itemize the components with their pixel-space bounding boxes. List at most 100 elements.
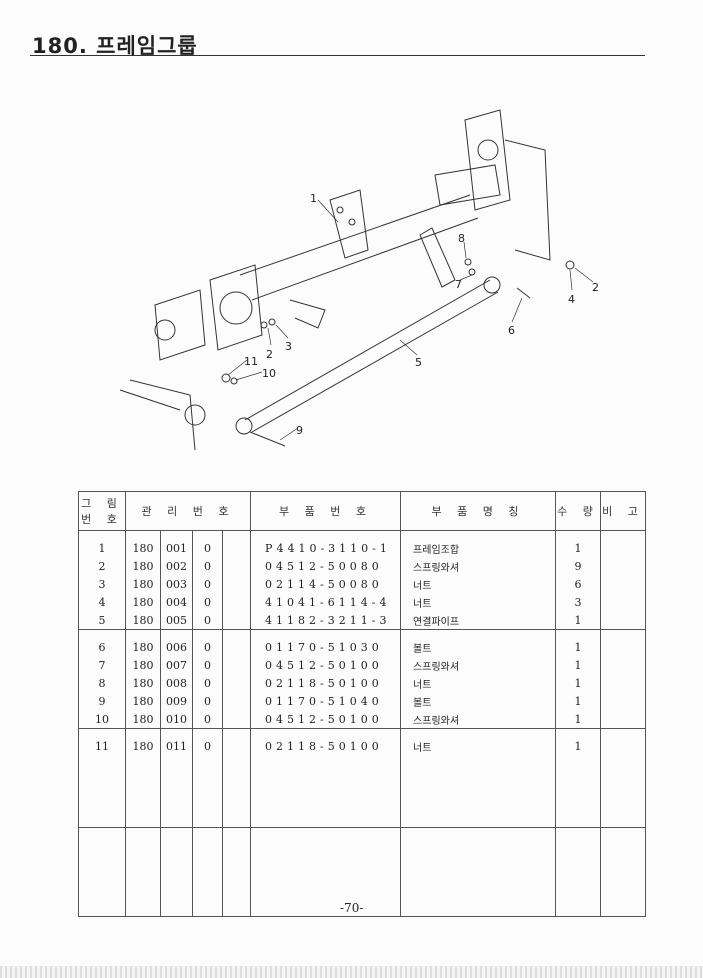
blank-cell bbox=[221, 629, 252, 656]
remarks-cell bbox=[600, 773, 647, 791]
callout-8: 8 bbox=[458, 232, 465, 245]
ref-cell: 1 bbox=[78, 530, 126, 557]
connecting-pipe bbox=[244, 279, 499, 433]
scan-edge bbox=[0, 966, 703, 978]
blank-cell bbox=[221, 755, 252, 773]
part-no-cell bbox=[250, 809, 402, 828]
qty-cell bbox=[555, 755, 602, 773]
seq-cell: 010 bbox=[160, 710, 193, 729]
qty-cell: 1 bbox=[555, 710, 602, 729]
callout-10: 10 bbox=[262, 367, 276, 380]
qty-cell: 1 bbox=[555, 692, 602, 710]
header-part-no: 부 품 번 호 bbox=[250, 491, 402, 531]
ref-cell: 2 bbox=[78, 557, 126, 575]
callout-9: 9 bbox=[296, 424, 303, 437]
part-no-cell bbox=[250, 791, 402, 809]
rev-cell: 0 bbox=[192, 710, 223, 729]
blank-cell bbox=[221, 773, 252, 791]
remarks-cell bbox=[600, 611, 647, 630]
part-name-cell: 너트 bbox=[400, 728, 557, 755]
seq-cell: 003 bbox=[160, 575, 193, 593]
remarks-cell bbox=[600, 755, 647, 773]
remarks-cell bbox=[600, 710, 647, 729]
ref-cell: 10 bbox=[78, 710, 126, 729]
qty-cell: 1 bbox=[555, 674, 602, 692]
remarks-cell bbox=[600, 593, 647, 611]
blank-cell bbox=[221, 656, 252, 674]
rev-cell bbox=[192, 827, 223, 917]
group-cell: 180 bbox=[125, 575, 161, 593]
group-cell: 180 bbox=[125, 593, 161, 611]
callout-2: 2 bbox=[266, 348, 273, 361]
seq-cell: 009 bbox=[160, 692, 193, 710]
rev-cell: 0 bbox=[192, 656, 223, 674]
rev-cell bbox=[192, 773, 223, 791]
seq-cell bbox=[160, 773, 193, 791]
seq-cell: 005 bbox=[160, 611, 193, 630]
seq-cell: 002 bbox=[160, 557, 193, 575]
spacer-plate bbox=[419, 227, 456, 288]
table-header: 그 림 번 호 관 리 번 호 부 품 번 호 부 품 명 칭 수 량 비 고 bbox=[78, 491, 647, 531]
remarks-cell bbox=[600, 692, 647, 710]
part-name-cell: 프레임조합 bbox=[400, 530, 557, 557]
seq-cell: 011 bbox=[160, 728, 193, 755]
parts-table: 그 림 번 호 관 리 번 호 부 품 번 호 부 품 명 칭 수 량 비 고 … bbox=[78, 491, 647, 917]
rev-cell bbox=[192, 791, 223, 809]
part-name-cell: 스프링와셔 bbox=[400, 710, 557, 729]
title-rule bbox=[30, 55, 645, 56]
callout-6: 6 bbox=[508, 324, 515, 337]
blank-cell bbox=[221, 791, 252, 809]
callout-5: 5 bbox=[415, 356, 422, 369]
rev-cell: 0 bbox=[192, 593, 223, 611]
rev-cell: 0 bbox=[192, 728, 223, 755]
qty-cell: 1 bbox=[555, 629, 602, 656]
part-name-cell bbox=[400, 809, 557, 828]
seq-cell: 001 bbox=[160, 530, 193, 557]
frame-group-exploded-diagram: 1 2 3 4 2 5 6 7 8 9 10 11 bbox=[119, 109, 599, 451]
front-housing bbox=[154, 289, 206, 361]
part-name-cell: 너트 bbox=[400, 674, 557, 692]
group-cell: 180 bbox=[125, 728, 161, 755]
group-cell bbox=[125, 791, 161, 809]
rev-cell: 0 bbox=[192, 692, 223, 710]
part-name-cell bbox=[400, 827, 557, 917]
part-name-cell bbox=[400, 773, 557, 791]
ref-cell: 9 bbox=[78, 692, 126, 710]
header-qty: 수 량 bbox=[555, 491, 602, 531]
qty-cell bbox=[555, 791, 602, 809]
rev-cell bbox=[192, 809, 223, 828]
remarks-cell bbox=[600, 557, 647, 575]
blank-cell bbox=[221, 728, 252, 755]
header-ref: 그 림 번 호 bbox=[78, 491, 126, 531]
ref-cell: 6 bbox=[78, 629, 126, 656]
qty-cell: 9 bbox=[555, 557, 602, 575]
qty-cell bbox=[555, 827, 602, 917]
seq-cell bbox=[160, 809, 193, 828]
remarks-cell bbox=[600, 728, 647, 755]
rev-cell: 0 bbox=[192, 674, 223, 692]
part-no-cell bbox=[250, 827, 402, 917]
blank-cell bbox=[221, 809, 252, 828]
callout-1: 1 bbox=[310, 192, 317, 205]
remarks-cell bbox=[600, 791, 647, 809]
remarks-cell bbox=[600, 575, 647, 593]
seq-cell bbox=[160, 755, 193, 773]
blank-cell bbox=[221, 557, 252, 575]
ref-cell bbox=[78, 755, 126, 773]
part-no-cell: 01170-51040 bbox=[250, 692, 402, 710]
table-row bbox=[78, 755, 647, 773]
part-no-cell bbox=[250, 755, 402, 773]
lower-bracket bbox=[289, 299, 326, 329]
part-no-cell: 02118-50100 bbox=[250, 674, 402, 692]
blank-cell bbox=[221, 575, 252, 593]
callout-11: 11 bbox=[244, 355, 258, 368]
ref-cell: 3 bbox=[78, 575, 126, 593]
seq-cell bbox=[160, 827, 193, 917]
rev-cell: 0 bbox=[192, 629, 223, 656]
part-no-cell: 04512-50080 bbox=[250, 557, 402, 575]
